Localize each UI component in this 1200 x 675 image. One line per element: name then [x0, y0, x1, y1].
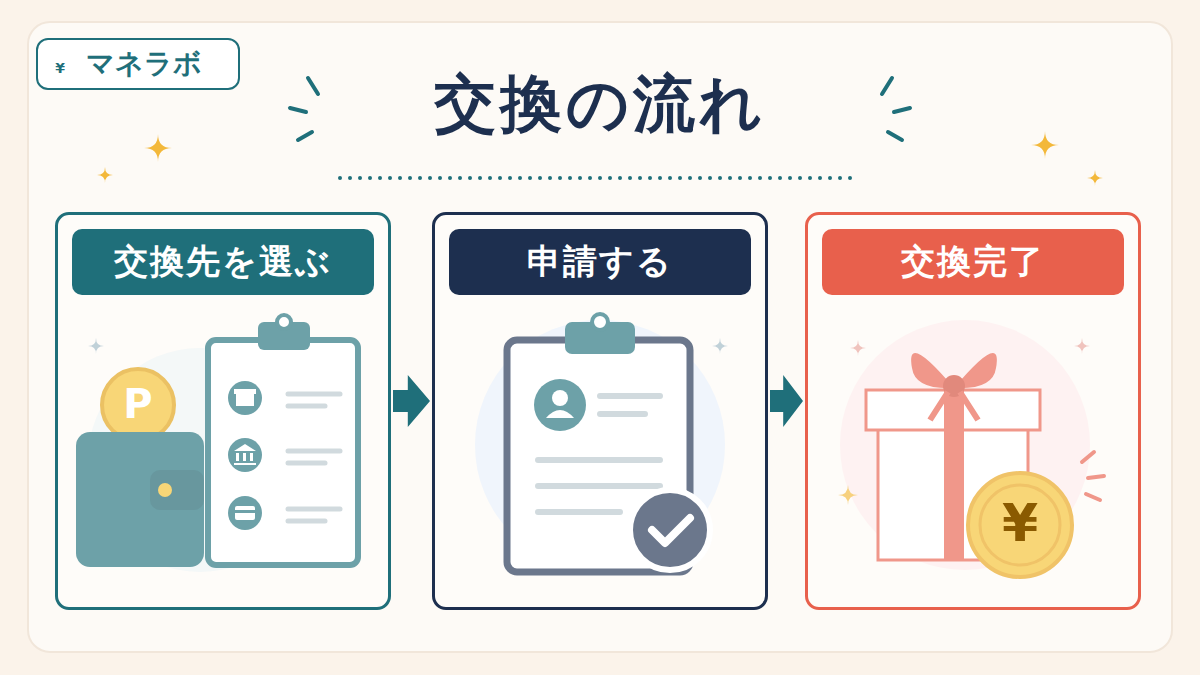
logo-text: マネラボ	[86, 45, 202, 83]
dotted-rule	[340, 176, 860, 180]
step-panel: 交換先を選ぶ	[55, 212, 391, 610]
step-heading: 交換完了	[822, 229, 1124, 295]
yen-sign: ¥	[985, 492, 1055, 554]
step-panel: 交換完了	[805, 212, 1141, 610]
step-heading: 交換先を選ぶ	[72, 229, 374, 295]
flow-arrow	[770, 375, 803, 427]
step-heading: 申請する	[449, 229, 751, 295]
step-panel: 申請する	[432, 212, 768, 610]
logo-box: マネラボ	[36, 38, 240, 90]
flow-arrow	[393, 375, 430, 427]
yen-sign: ¥	[50, 60, 70, 77]
point-coin-letter: P	[113, 380, 163, 428]
